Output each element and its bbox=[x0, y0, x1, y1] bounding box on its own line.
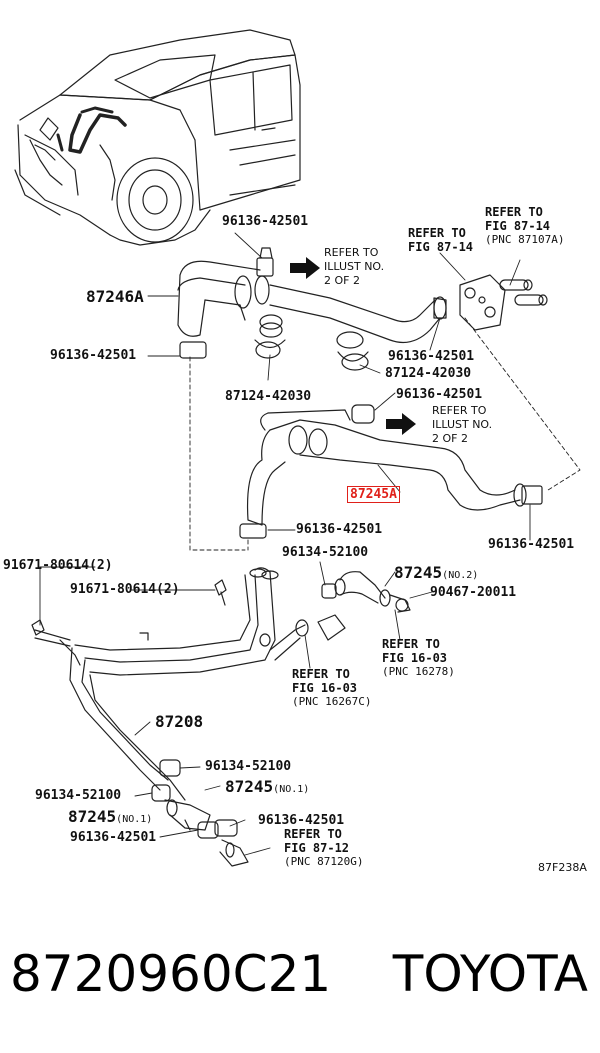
arrow-icon bbox=[290, 257, 320, 279]
label-87245-no2: 87245(NO.2) bbox=[394, 563, 479, 582]
label-87245-no1-a: 87245(NO.1) bbox=[225, 777, 310, 796]
arrow-icon bbox=[386, 413, 416, 435]
label-87246A: 87246A bbox=[86, 287, 144, 306]
label-87124-42030-left: 87124-42030 bbox=[225, 389, 312, 404]
part-number: 8720960C21 bbox=[10, 945, 332, 1003]
label-87208: 87208 bbox=[155, 712, 204, 731]
label-87124-42030-right: 87124-42030 bbox=[385, 366, 472, 381]
flange-87107A bbox=[459, 274, 548, 331]
hose-87245A bbox=[239, 404, 543, 539]
label-96136-42501-top: 96136-42501 bbox=[222, 214, 309, 229]
label-96136-42501-bottom-right: 96136-42501 bbox=[258, 813, 345, 828]
label-96134-52100-b: 96134-52100 bbox=[35, 788, 122, 803]
label-87245A-highlighted[interactable]: 87245A bbox=[347, 486, 400, 503]
label-87245-no1-b: 87245(NO.1) bbox=[68, 807, 153, 826]
lower-hoses bbox=[151, 759, 249, 867]
vehicle-illustration bbox=[14, 29, 301, 246]
clamps-upper bbox=[179, 247, 447, 371]
arrows bbox=[290, 257, 416, 435]
label-96136-42501-mid: 96136-42501 bbox=[388, 349, 475, 364]
label-96136-42501-left: 96136-42501 bbox=[50, 348, 137, 363]
label-96136-42501-upper-mid: 96136-42501 bbox=[396, 387, 483, 402]
label-96136-42501-right: 96136-42501 bbox=[488, 537, 575, 552]
label-96136-42501-bottom-left: 96136-42501 bbox=[70, 830, 157, 845]
hose-87245-no2 bbox=[321, 571, 411, 613]
label-96134-52100-a: 96134-52100 bbox=[205, 759, 292, 774]
label-90467-20011: 90467-20011 bbox=[430, 585, 517, 600]
label-91671-80614-mid: 91671-80614(2) bbox=[70, 582, 180, 597]
pipe-assembly-87208 bbox=[34, 567, 346, 801]
dashed-guides bbox=[189, 317, 581, 551]
bolts bbox=[31, 579, 227, 636]
label-91671-80614-top: 91671-80614(2) bbox=[3, 558, 113, 573]
label-96136-42501-lower: 96136-42501 bbox=[296, 522, 383, 537]
label-96134-52100-top: 96134-52100 bbox=[282, 545, 369, 560]
brand-name: TOYOTA bbox=[392, 945, 588, 1003]
leader-lines bbox=[39, 232, 531, 856]
figure-code: 87F238A bbox=[538, 861, 587, 874]
